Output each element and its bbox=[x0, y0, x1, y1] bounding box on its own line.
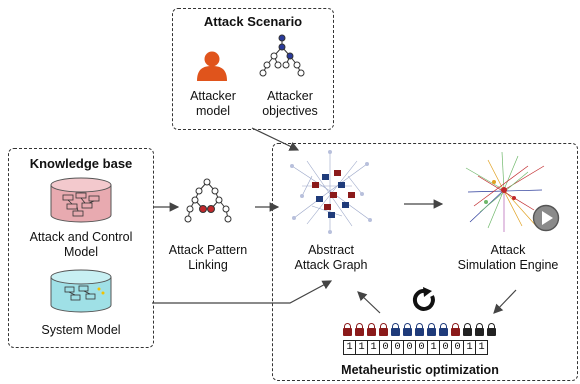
lock-icon bbox=[391, 323, 400, 336]
tree-icon bbox=[259, 34, 305, 77]
optimization-box bbox=[272, 143, 578, 381]
lock-icon bbox=[451, 323, 460, 336]
metaheuristic-title: Metaheuristic optimization bbox=[341, 363, 499, 377]
bit-cell: 1 bbox=[475, 340, 488, 355]
lock-icon bbox=[463, 323, 472, 336]
abstract-graph-thumbnail bbox=[290, 150, 372, 234]
lock-icon bbox=[427, 323, 436, 336]
lock-icon bbox=[487, 323, 496, 336]
database-icon bbox=[50, 269, 112, 313]
database-icon bbox=[50, 177, 112, 223]
play-icon[interactable] bbox=[532, 204, 560, 232]
person-icon bbox=[197, 51, 227, 81]
lock-icon bbox=[343, 323, 352, 336]
lock-row bbox=[343, 323, 496, 336]
attack-scenario-title: Attack Scenario bbox=[203, 14, 303, 29]
lock-icon bbox=[355, 323, 364, 336]
refresh-icon[interactable] bbox=[411, 287, 437, 313]
system-model-label: System Model bbox=[41, 323, 121, 337]
simulation-graph-thumbnail bbox=[465, 151, 545, 232]
pattern-tree-icon bbox=[184, 178, 232, 223]
knowledge-base-title: Knowledge base bbox=[29, 156, 133, 171]
lock-icon bbox=[439, 323, 448, 336]
lock-icon bbox=[367, 323, 376, 336]
lock-icon bbox=[475, 323, 484, 336]
lock-icon bbox=[403, 323, 412, 336]
lock-icon bbox=[379, 323, 388, 336]
lock-icon bbox=[415, 323, 424, 336]
